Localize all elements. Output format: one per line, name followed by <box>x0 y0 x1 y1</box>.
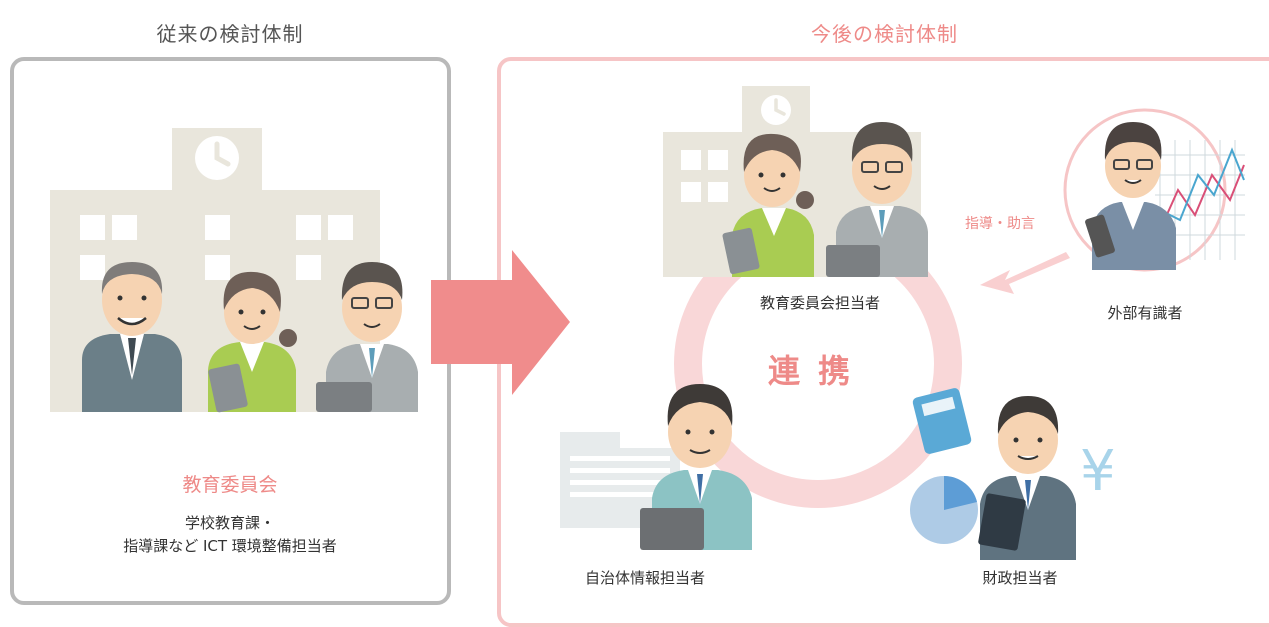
left-description-line2: 指導課など ICT 環境整備担当者 <box>123 537 337 555</box>
advice-label: 指導・助言 <box>965 216 1035 232</box>
svg-text:¥: ¥ <box>1080 439 1116 504</box>
external-expert-icon <box>1063 108 1245 272</box>
finance-items-icon: ¥ <box>910 388 1116 544</box>
left-description-line1: 学校教育課・ <box>184 514 275 532</box>
external-expert-label: 外部有識者 <box>1107 304 1183 322</box>
collaboration-label: 連携 <box>767 352 868 390</box>
municipal-info-staff-icon <box>640 384 752 550</box>
finance-staff-label: 財政担当者 <box>982 569 1058 587</box>
current-structure-heading: 従来の検討体制 <box>156 22 304 46</box>
municipal-info-staff-label: 自治体情報担当者 <box>584 569 705 587</box>
transition-arrow <box>431 250 570 395</box>
finance-staff-icon <box>978 396 1076 560</box>
woman-with-tablet-icon <box>208 271 297 413</box>
board-of-education-title: 教育委員会 <box>182 474 278 496</box>
board-woman-icon <box>722 133 814 277</box>
future-structure-heading: 今後の検討体制 <box>811 22 958 46</box>
man-with-glasses-laptop-icon <box>316 262 418 412</box>
board-staff-label: 教育委員会担当者 <box>759 294 880 312</box>
board-man-glasses-icon <box>826 122 928 277</box>
senior-man-icon <box>82 262 182 412</box>
advice-arrow <box>980 252 1070 294</box>
